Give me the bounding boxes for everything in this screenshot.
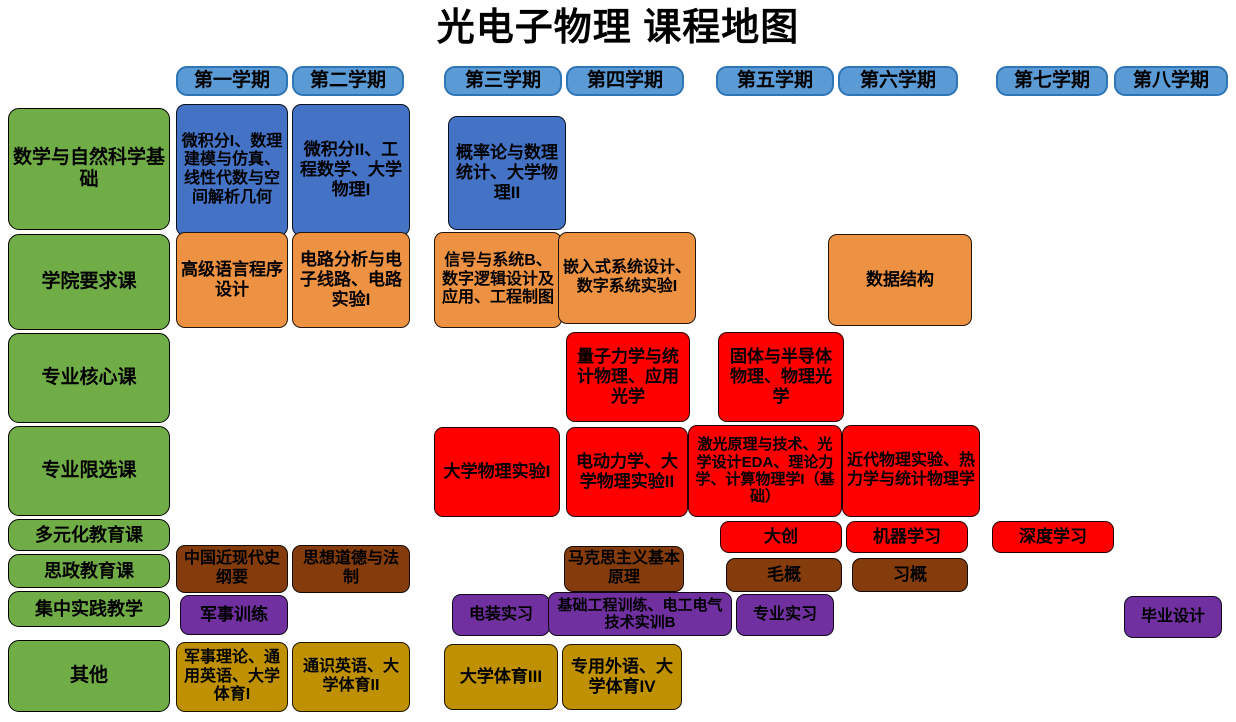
semester-header-8: 第八学期 [1114, 66, 1228, 96]
row-label-other: 其他 [8, 640, 170, 712]
semester-header-4: 第四学期 [566, 66, 684, 96]
course-card-restricted-s4[interactable]: 电动力学、大学物理实验II [566, 427, 688, 517]
course-card-restricted-s3-text: 大学物理实验I [443, 462, 551, 482]
course-card-ideo-s2-text: 思想道德与法制 [302, 550, 399, 586]
semester-header-7: 第七学期 [996, 66, 1108, 96]
semester-header-2: 第二学期 [292, 66, 404, 96]
course-card-math-s1-text: 微积分I、数理建模与仿真、线性代数与空间解析几何 [181, 132, 283, 206]
course-card-restricted-s4-text: 电动力学、大学物理实验II [576, 452, 678, 491]
course-card-other-s4-text: 专用外语、大学体育IV [571, 657, 673, 696]
course-card-core-s4-text: 量子力学与统计物理、应用光学 [577, 347, 679, 406]
course-card-practice-s4-text: 基础工程训练、电工电气技术实训B [557, 596, 723, 631]
course-card-diverse-s6-text: 机器学习 [873, 527, 941, 547]
course-card-core-s5-text: 固体与半导体物理、物理光学 [730, 347, 832, 406]
row-label-ideological-education: 思政教育课 [8, 554, 170, 588]
course-card-other-s3[interactable]: 大学体育III [444, 644, 558, 710]
course-card-college-s3-text: 信号与系统B、数字逻辑设计及应用、工程制图 [441, 252, 554, 307]
course-card-ideo-s5-text: 毛概 [767, 565, 801, 585]
course-card-core-s5[interactable]: 固体与半导体物理、物理光学 [718, 332, 844, 422]
course-card-other-s2-text: 通识英语、大学体育II [302, 658, 399, 694]
row-label-college-required: 学院要求课 [8, 234, 170, 330]
course-card-restricted-s5-text: 激光原理与技术、光学设计EDA、理论力学、计算物理学I（基础） [695, 436, 835, 506]
course-card-ideo-s2[interactable]: 思想道德与法制 [292, 545, 410, 593]
row-label-diversified-education: 多元化教育课 [8, 519, 170, 551]
course-card-ideo-s5[interactable]: 毛概 [726, 558, 842, 592]
course-card-ideo-s4-text: 马克思主义基本原理 [568, 550, 681, 586]
semester-header-3: 第三学期 [444, 66, 562, 96]
row-label-college-required-text: 学院要求课 [41, 270, 137, 292]
course-card-restricted-s3[interactable]: 大学物理实验I [434, 427, 560, 517]
course-card-practice-s3[interactable]: 电装实习 [452, 594, 550, 636]
course-card-college-s2-text: 电路分析与电子线路、电路实验I [300, 250, 402, 309]
course-card-diverse-s5[interactable]: 大创 [720, 521, 842, 553]
course-card-college-s2[interactable]: 电路分析与电子线路、电路实验I [292, 232, 410, 328]
course-card-practice-s8-text: 毕业设计 [1140, 607, 1205, 625]
course-card-math-s1[interactable]: 微积分I、数理建模与仿真、线性代数与空间解析几何 [176, 104, 288, 236]
course-card-restricted-s5[interactable]: 激光原理与技术、光学设计EDA、理论力学、计算物理学I（基础） [688, 425, 842, 517]
course-card-college-s1-text: 高级语言程序设计 [181, 260, 283, 299]
course-card-ideo-s6-text: 习概 [893, 565, 927, 585]
course-card-diverse-s6[interactable]: 机器学习 [846, 521, 968, 553]
course-card-practice-s4[interactable]: 基础工程训练、电工电气技术实训B [548, 592, 732, 636]
course-card-diverse-s7[interactable]: 深度学习 [992, 521, 1114, 553]
course-card-diverse-s7-text: 深度学习 [1019, 527, 1087, 547]
course-card-ideo-s1[interactable]: 中国近现代史纲要 [176, 545, 288, 593]
course-card-college-s3[interactable]: 信号与系统B、数字逻辑设计及应用、工程制图 [434, 232, 562, 328]
course-card-math-s2[interactable]: 微积分II、工程数学、大学物理I [292, 104, 410, 236]
row-label-major-core-text: 专业核心课 [41, 366, 137, 388]
course-card-other-s2[interactable]: 通识英语、大学体育II [292, 642, 410, 712]
course-card-ideo-s6[interactable]: 习概 [852, 558, 968, 592]
course-card-diverse-s5-text: 大创 [764, 527, 798, 547]
course-card-math-s3[interactable]: 概率论与数理统计、大学物理II [448, 116, 566, 230]
course-card-other-s1-text: 军事理论、通用英语、大学体育I [183, 649, 280, 704]
course-card-practice-s8[interactable]: 毕业设计 [1124, 596, 1222, 638]
row-label-major-restricted: 专业限选课 [8, 426, 170, 516]
course-card-restricted-s6[interactable]: 近代物理实验、热力学与统计物理学 [842, 425, 980, 517]
row-label-math-natural-science: 数学与自然科学基础 [8, 108, 170, 230]
course-card-practice-s3-text: 电装实习 [468, 605, 533, 623]
course-card-math-s2-text: 微积分II、工程数学、大学物理I [300, 140, 402, 199]
semester-header-6: 第六学期 [838, 66, 958, 96]
course-card-core-s4[interactable]: 量子力学与统计物理、应用光学 [566, 332, 690, 422]
row-label-ideological-education-text: 思政教育课 [44, 560, 134, 581]
row-label-major-core: 专业核心课 [8, 333, 170, 423]
course-card-practice-s1-text: 军事训练 [200, 605, 268, 625]
course-card-practice-s5-text: 专业实习 [752, 605, 817, 623]
course-card-math-s3-text: 概率论与数理统计、大学物理II [456, 143, 558, 202]
row-label-intensive-practice-text: 集中实践教学 [35, 598, 143, 619]
course-card-other-s1[interactable]: 军事理论、通用英语、大学体育I [176, 642, 288, 712]
semester-header-5: 第五学期 [716, 66, 834, 96]
course-card-other-s3-text: 大学体育III [459, 667, 543, 687]
course-card-restricted-s6-text: 近代物理实验、热力学与统计物理学 [846, 452, 975, 488]
course-card-other-s4[interactable]: 专用外语、大学体育IV [562, 644, 682, 710]
course-card-college-s4-text: 嵌入式系统设计、数字系统实验I [562, 259, 691, 295]
course-card-college-s6-text: 数据结构 [866, 270, 934, 290]
row-label-major-restricted-text: 专业限选课 [41, 459, 137, 481]
row-label-intensive-practice: 集中实践教学 [8, 591, 170, 627]
course-card-ideo-s4[interactable]: 马克思主义基本原理 [564, 546, 684, 592]
row-label-other-text: 其他 [69, 664, 108, 686]
row-label-math-natural-science-text: 数学与自然科学基础 [12, 146, 165, 190]
row-label-diversified-education-text: 多元化教育课 [35, 524, 143, 545]
course-card-college-s6[interactable]: 数据结构 [828, 234, 972, 326]
course-card-college-s4[interactable]: 嵌入式系统设计、数字系统实验I [558, 232, 696, 324]
page-title: 光电子物理 课程地图 [436, 7, 800, 49]
course-card-college-s1[interactable]: 高级语言程序设计 [176, 232, 288, 328]
course-card-practice-s1[interactable]: 军事训练 [180, 595, 288, 635]
course-card-practice-s5[interactable]: 专业实习 [736, 594, 834, 636]
course-card-ideo-s1-text: 中国近现代史纲要 [183, 550, 280, 586]
semester-header-1: 第一学期 [176, 66, 288, 96]
